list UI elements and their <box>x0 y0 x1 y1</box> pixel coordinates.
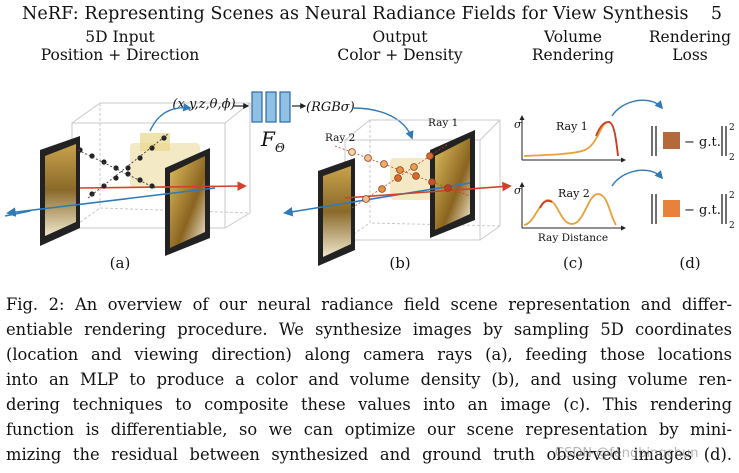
arrow-c-to-d-2 <box>611 169 664 187</box>
output-label: (RGBσ) <box>306 100 355 115</box>
caption-line: Fig. 2: An overview of our neural radian… <box>6 295 732 314</box>
panel-a-title-2: Position + Direction <box>41 46 200 64</box>
panel-c-title-2: Rendering <box>532 46 614 64</box>
loss-subscript-2: 2 <box>729 221 735 231</box>
panel-c-sublabel: (c) <box>563 254 583 272</box>
rendered-color-swatch-2 <box>663 200 680 217</box>
panel-c-title-1: Volume <box>543 28 602 46</box>
caption-line: (location and viewing direction) along c… <box>6 345 732 364</box>
panel-b: Output Color + Density Ray 2 Ray 1 <box>283 28 512 272</box>
ray-blue-b <box>283 182 471 217</box>
ray-distance-label: Ray Distance <box>538 232 608 244</box>
ray-red-a <box>79 181 247 191</box>
network-subscript: Θ <box>275 141 285 155</box>
caption-line: into an MLP to produce a color and volum… <box>6 370 732 389</box>
loss-exponent-1: 2 <box>729 123 735 133</box>
output-arrow <box>351 107 414 140</box>
panel-d: Rendering Loss − g.t. 2 2 − g.t. <box>649 28 735 272</box>
loss-subscript-1: 2 <box>729 153 735 163</box>
mlp-layer-1 <box>251 91 263 123</box>
panel-d-title-1: Rendering <box>649 28 731 46</box>
running-title: NeRF: Representing Scenes as Neural Radi… <box>22 4 689 24</box>
loss-term-1: − g.t. 2 2 <box>651 123 735 163</box>
panel-a-title-1: 5D Input <box>85 28 155 46</box>
sigma-label-1: σ <box>514 118 522 131</box>
panel-b-title-2: Color + Density <box>337 46 462 64</box>
input-arrow <box>149 103 192 132</box>
sigma-label-2: σ <box>514 184 522 197</box>
ray2-label-c: Ray 2 <box>558 187 590 200</box>
caption-line: entiable rendering procedure. We synthes… <box>6 320 732 339</box>
page-header: NeRF: Representing Scenes as Neural Radi… <box>22 4 722 26</box>
ray1-density-plot: σ Ray 1 <box>514 115 626 163</box>
mlp-network: (x,y,z,θ,ϕ) F Θ (RGBσ) <box>149 91 414 155</box>
watermark: CSDN @fengbingchun <box>555 446 699 461</box>
mlp-layer-3 <box>279 91 291 123</box>
panel-b-title-1: Output <box>372 28 428 46</box>
rendered-color-swatch-1 <box>663 132 680 149</box>
ray2-label-b: Ray 2 <box>325 132 355 144</box>
loss-term-2: − g.t. 2 2 <box>651 191 735 231</box>
panel-d-title-2: Loss <box>672 46 708 64</box>
network-symbol: F <box>260 127 276 151</box>
ray-blue-a <box>6 187 216 217</box>
ray1-label-c: Ray 1 <box>556 120 588 133</box>
ray2-density-plot: σ Ray 2 Ray Distance <box>514 182 626 244</box>
figure-caption: Fig. 2: An overview of our neural radian… <box>6 292 732 467</box>
caption-line: dering techniques to composite these val… <box>6 395 732 414</box>
input-coords-label: (x,y,z,θ,ϕ) <box>172 97 235 112</box>
nerf-overview-figure: 5D Input Position + Direction <box>4 28 735 272</box>
panel-c: Volume Rendering σ Ray 1 σ Ray 2 Ray Dis… <box>514 28 626 272</box>
mlp-layer-2 <box>265 91 277 123</box>
arrow-c-to-d-1 <box>611 99 664 117</box>
caption-line: mizing the residual between synthesized … <box>6 445 732 464</box>
gt-label-1: − g.t. <box>684 135 721 150</box>
panel-b-sublabel: (b) <box>389 254 410 272</box>
panel-a: 5D Input Position + Direction <box>4 28 251 272</box>
loss-exponent-2: 2 <box>729 191 735 201</box>
density-samples-b <box>348 148 452 203</box>
gt-label-2: − g.t. <box>684 203 721 218</box>
panel-a-sublabel: (a) <box>110 254 131 272</box>
panel-d-sublabel: (d) <box>679 254 700 272</box>
ray1-label-b: Ray 1 <box>428 117 458 129</box>
caption-line: function is differentiable, so we can op… <box>6 420 732 439</box>
page-number: 5 <box>710 4 722 24</box>
ray-red-b <box>344 181 512 199</box>
